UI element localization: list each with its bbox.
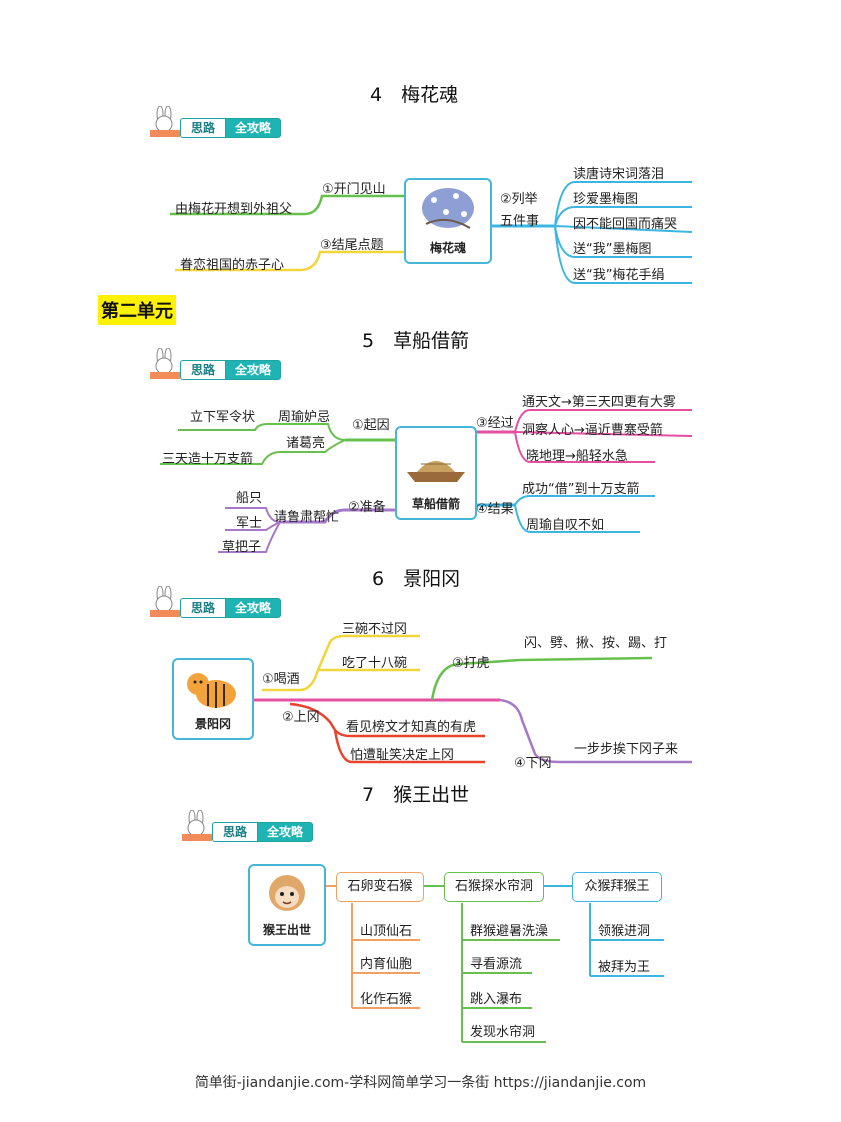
lesson5-cause-a: 周瑜妒忌 <box>278 410 331 425</box>
lesson5-result-item: 周瑜自叹不如 <box>526 518 605 533</box>
lesson4-item: 读唐诗宋词落泪 <box>573 167 665 182</box>
strategy-badge: 思路 全攻略 <box>146 586 286 618</box>
lesson6-title: 6 景阳冈 <box>372 568 461 590</box>
lesson5-cause: ①起因 <box>352 418 390 433</box>
lesson6-center-label: 景阳冈 <box>194 717 231 731</box>
lesson6-branches <box>252 634 692 764</box>
lesson7-col3-header: 众猴拜猴王 <box>572 872 662 902</box>
lesson5-prep-mid: 请鲁肃帮忙 <box>274 510 340 525</box>
lesson6-down: ④下冈 <box>514 756 552 771</box>
rabbit-book-icon <box>150 586 180 617</box>
lesson4-branch1: ①开门见山 <box>322 182 386 197</box>
lesson7-center-node: 猴王出世 <box>248 864 326 946</box>
strategy-badge: 思路 全攻略 <box>146 106 286 138</box>
monkey-icon <box>269 875 305 911</box>
unit-heading: 第二单元 <box>98 295 176 325</box>
strategy-badge: 思路 全攻略 <box>178 810 318 842</box>
lesson6-fight: ③打虎 <box>452 656 490 671</box>
lesson4-title: 4 梅花魂 <box>370 84 459 106</box>
lesson5-cause-leaf: 三天造十万支箭 <box>162 452 254 467</box>
lesson4-branch3-leaf: 眷恋祖国的赤子心 <box>180 258 285 273</box>
lesson5-result-item: 成功“借”到十万支箭 <box>522 482 640 497</box>
lesson5-prep: ②准备 <box>348 500 386 515</box>
lesson4-item: 因不能回国而痛哭 <box>573 217 678 232</box>
rabbit-book-icon <box>182 810 212 841</box>
badge-right-text: 全攻略 <box>257 822 313 842</box>
lesson7-col1-item: 化作石猴 <box>360 992 413 1007</box>
lesson4-branch1-leaf: 由梅花开想到外祖父 <box>175 202 293 217</box>
lesson5-prep-leaf: 军士 <box>236 516 263 531</box>
lesson5-center-node: 草船借箭 <box>395 426 477 520</box>
lesson7-col3-item: 领猴进洞 <box>598 924 651 939</box>
lesson6-up-item: 怕遭耻笑决定上冈 <box>350 748 455 763</box>
lesson4-center-node: 梅花魂 <box>404 178 492 264</box>
lesson5-prep-leaf: 草把子 <box>222 540 262 555</box>
lesson4-item: 珍爱墨梅图 <box>573 192 639 207</box>
lesson7-col2-item: 发现水帘洞 <box>470 1025 536 1040</box>
badge-left-text: 思路 <box>212 822 258 842</box>
badge-right-text: 全攻略 <box>225 598 281 618</box>
lesson5-branches <box>160 409 693 553</box>
lesson5-process: ③经过 <box>476 416 514 431</box>
lesson4-item: 送“我”梅花手绢 <box>573 268 665 283</box>
lesson4-branch2-line2: 五件事 <box>500 214 540 229</box>
rabbit-book-icon <box>150 348 180 379</box>
lesson5-cause-b: 诸葛亮 <box>286 436 326 451</box>
lesson7-col2-item: 跳入瀑布 <box>470 992 523 1007</box>
lesson4-branches <box>170 181 693 284</box>
lesson4-center-label: 梅花魂 <box>429 241 466 255</box>
lesson6-drink-item: 三碗不过冈 <box>342 622 408 637</box>
lesson4-branch3: ③结尾点题 <box>320 238 384 253</box>
lesson5-center-label: 草船借箭 <box>411 497 460 511</box>
lesson7-col1-item: 内育仙胞 <box>360 957 413 972</box>
lesson6-drink-item: 吃了十八碗 <box>342 656 408 671</box>
lesson6-down-item: 一步步挨下冈子来 <box>574 742 679 757</box>
straw-boat-icon <box>407 461 465 482</box>
strategy-badge: 思路 全攻略 <box>146 348 286 380</box>
lesson7-col1-item: 山顶仙石 <box>360 924 413 939</box>
footer-text: 简单街-jiandanjie.com-学科网简单学习一条街 https://ji… <box>194 1075 647 1091</box>
badge-left-text: 思路 <box>180 360 226 380</box>
tiger-icon <box>187 673 236 708</box>
lesson7-center-label: 猴王出世 <box>262 923 311 937</box>
lesson6-up-item: 看见榜文才知真的有虎 <box>346 720 477 735</box>
lesson4-item: 送“我”墨梅图 <box>573 242 652 257</box>
badge-right-text: 全攻略 <box>225 360 281 380</box>
lesson5-process-item: 通天文→第三天四更有大雾 <box>522 395 676 410</box>
lesson5-title: 5 草船借箭 <box>362 330 470 352</box>
lesson7-col2-item: 群猴避暑洗澡 <box>470 924 549 939</box>
lesson6-center-node: 景阳冈 <box>172 658 254 740</box>
lesson7-connectors <box>323 885 664 1043</box>
lesson7-title: 7 猴王出世 <box>362 784 470 806</box>
lesson7-col2-header: 石猴探水帘洞 <box>444 872 544 902</box>
lesson6-up: ②上冈 <box>282 710 320 725</box>
lesson6-drink: ①喝酒 <box>262 672 300 687</box>
lesson5-prep-leaf: 船只 <box>236 491 263 506</box>
lesson5-result: ④结果 <box>476 502 514 517</box>
lesson7-col3-item: 被拜为王 <box>598 960 651 975</box>
lesson5-process-item: 洞察人心→逼近曹寨受箭 <box>522 423 663 438</box>
badge-left-text: 思路 <box>180 598 226 618</box>
lesson5-cause-leaf: 立下军令状 <box>190 410 256 425</box>
lesson6-fight-item: 闪、劈、揪、按、踢、打 <box>524 636 668 651</box>
badge-right-text: 全攻略 <box>225 118 281 138</box>
lesson7-col1-header: 石卵变石猴 <box>336 872 424 902</box>
lesson5-process-item: 晓地理→船轻水急 <box>526 449 628 464</box>
lesson7-col2-item: 寻看源流 <box>470 957 523 972</box>
rabbit-book-icon <box>150 106 180 137</box>
plum-blossom-icon <box>422 188 474 229</box>
lesson4-branch2-line1: ②列举 <box>500 192 538 207</box>
